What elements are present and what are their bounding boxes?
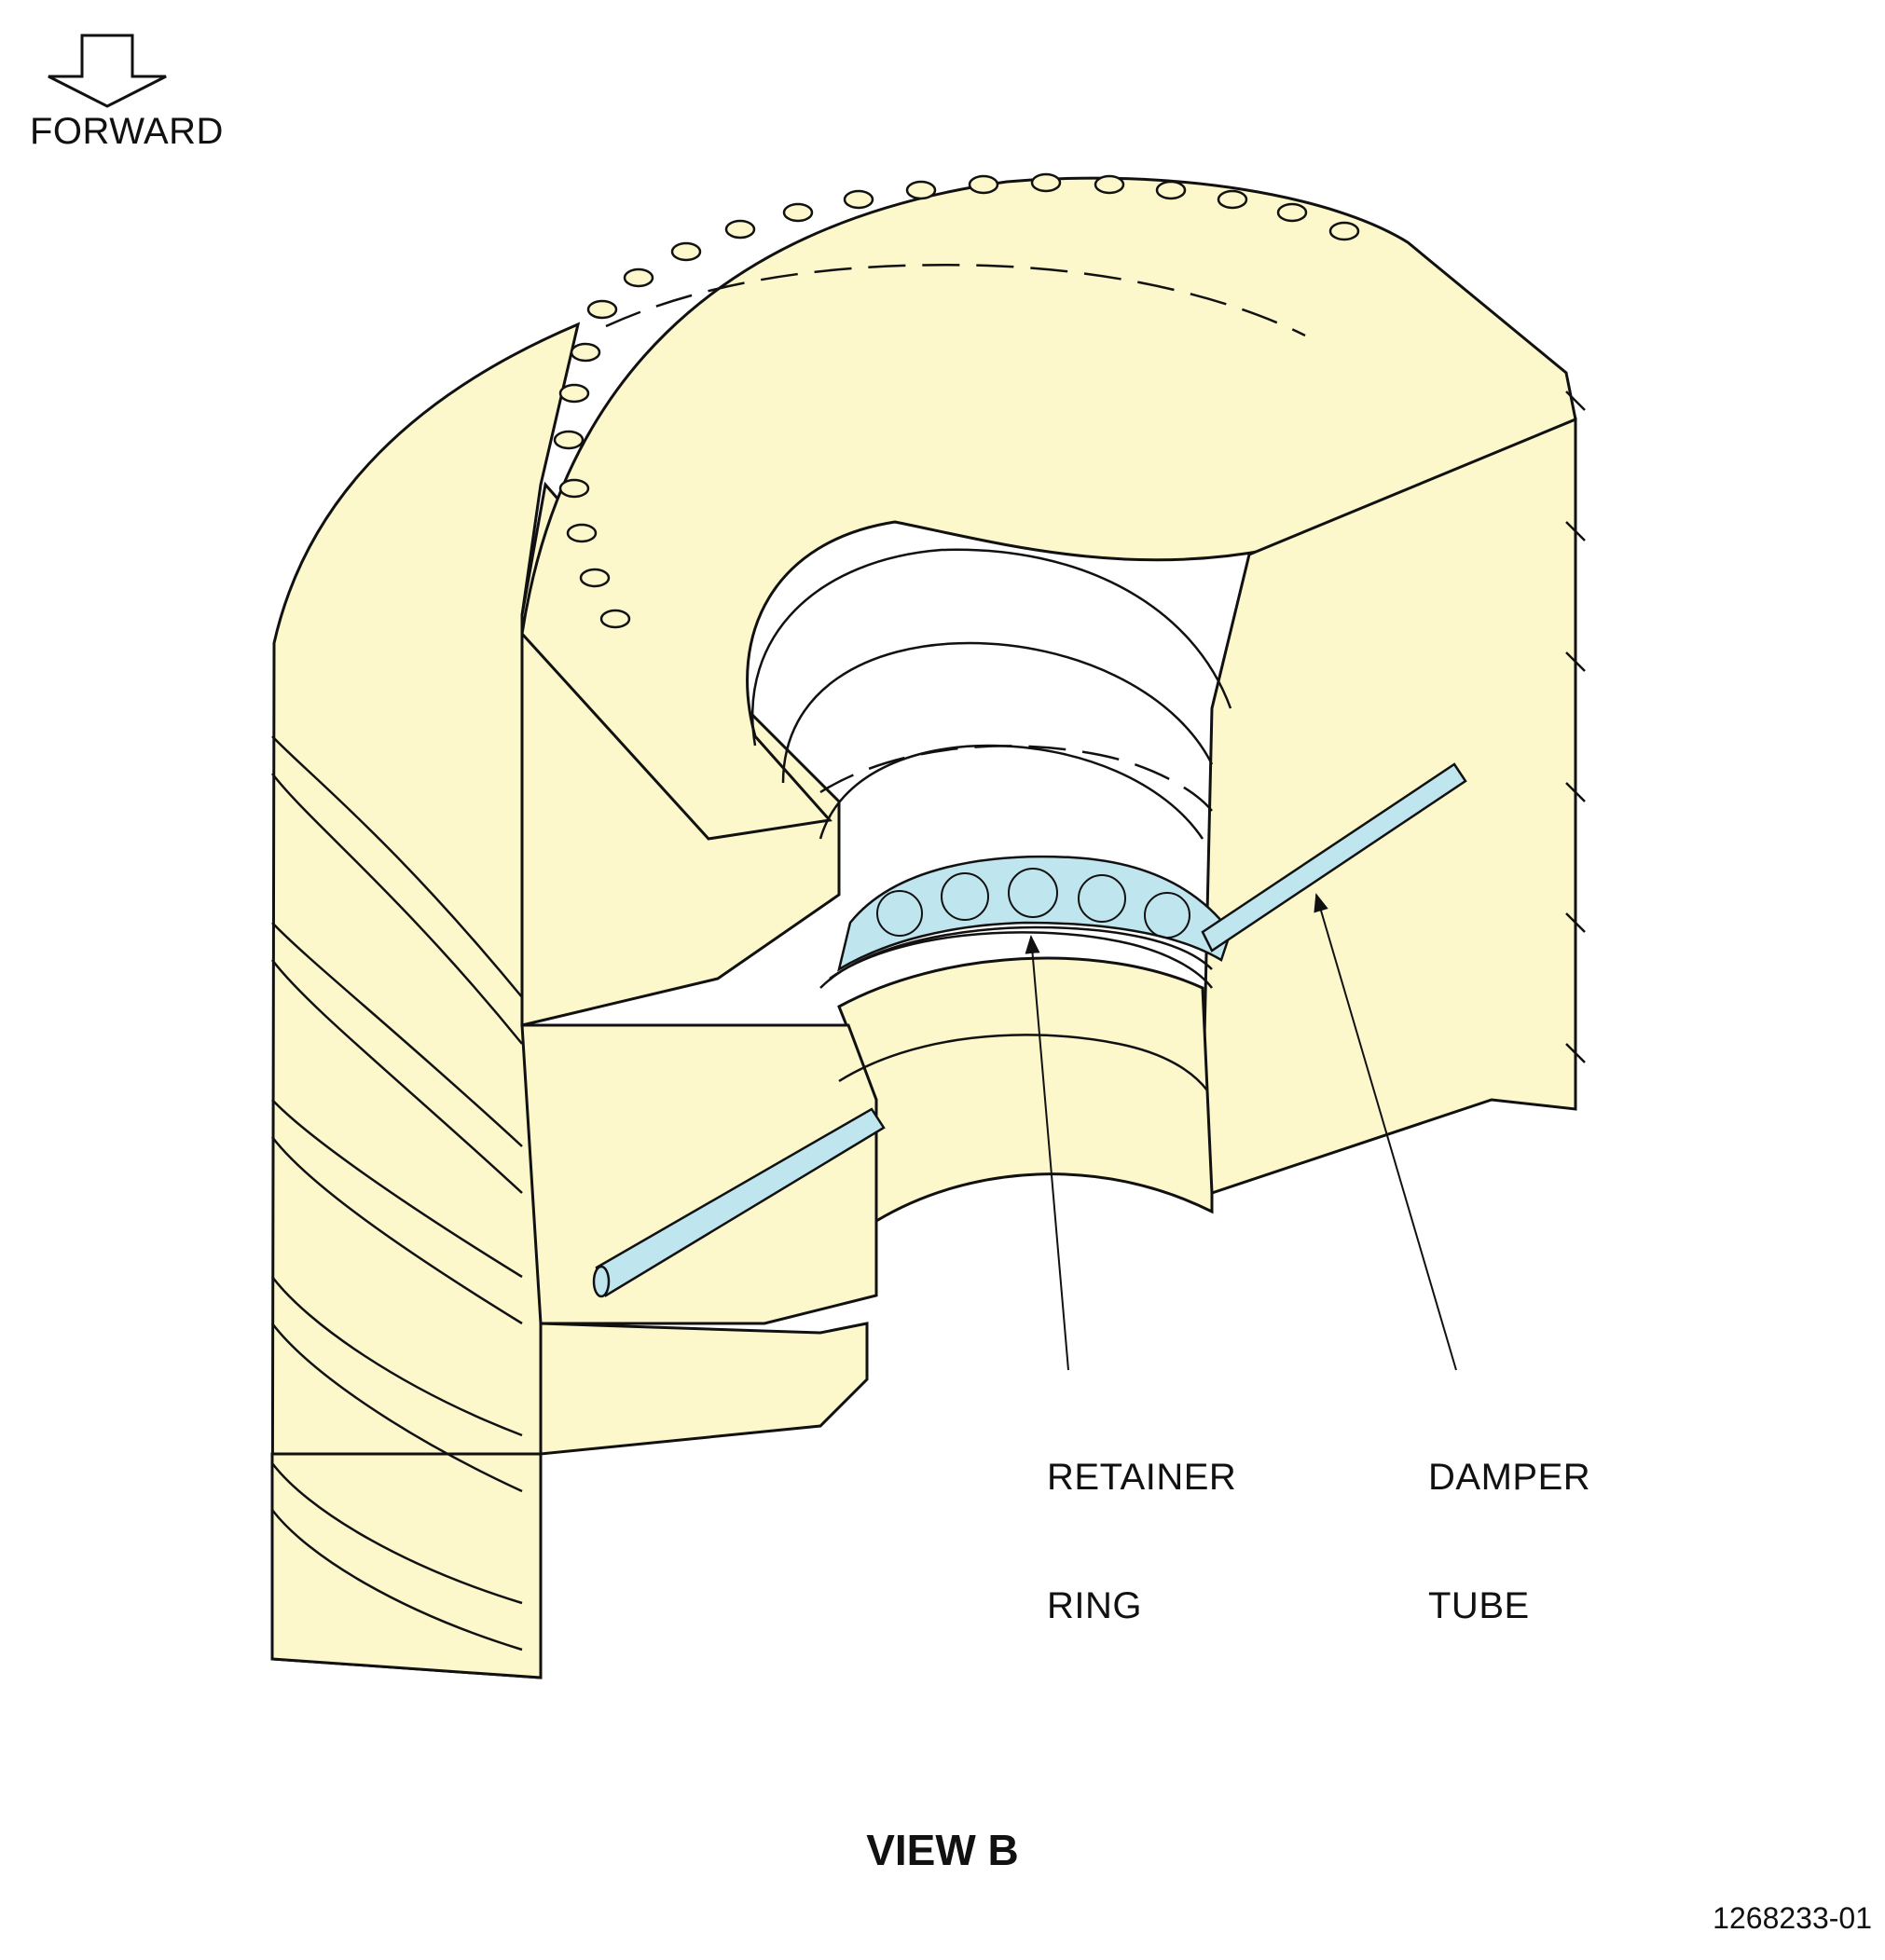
bolt-holes [553,172,1360,629]
retainer-ring-label: RETAINER RING [1047,1370,1236,1713]
retainer-ring-label-line1: RETAINER [1047,1457,1237,1498]
damper-tube-label: DAMPER TUBE [1428,1370,1590,1713]
roller-elements [876,868,1190,939]
damper-tube-leader [1314,893,1457,1371]
damper-tube-label-line2: TUBE [1428,1585,1530,1626]
damper-tube-left [592,1107,886,1298]
retainer-ring-label-line2: RING [1047,1585,1142,1626]
retainer-ring [819,855,1232,989]
outer-wall-ribs [271,735,523,1652]
retainer-ring-leader [1025,935,1069,1371]
figure-id: 1268233-01 [1713,1901,1872,1935]
damper-tube-right [1201,762,1467,953]
forward-arrow-icon [48,34,167,108]
right-side-ribs [1565,391,1586,1063]
view-title: VIEW B [866,1826,1019,1874]
forward-label: FORWARD [30,111,224,152]
bore-curves [605,264,1306,1091]
damper-tube-label-line1: DAMPER [1428,1457,1591,1498]
housing-body [270,176,1577,1679]
